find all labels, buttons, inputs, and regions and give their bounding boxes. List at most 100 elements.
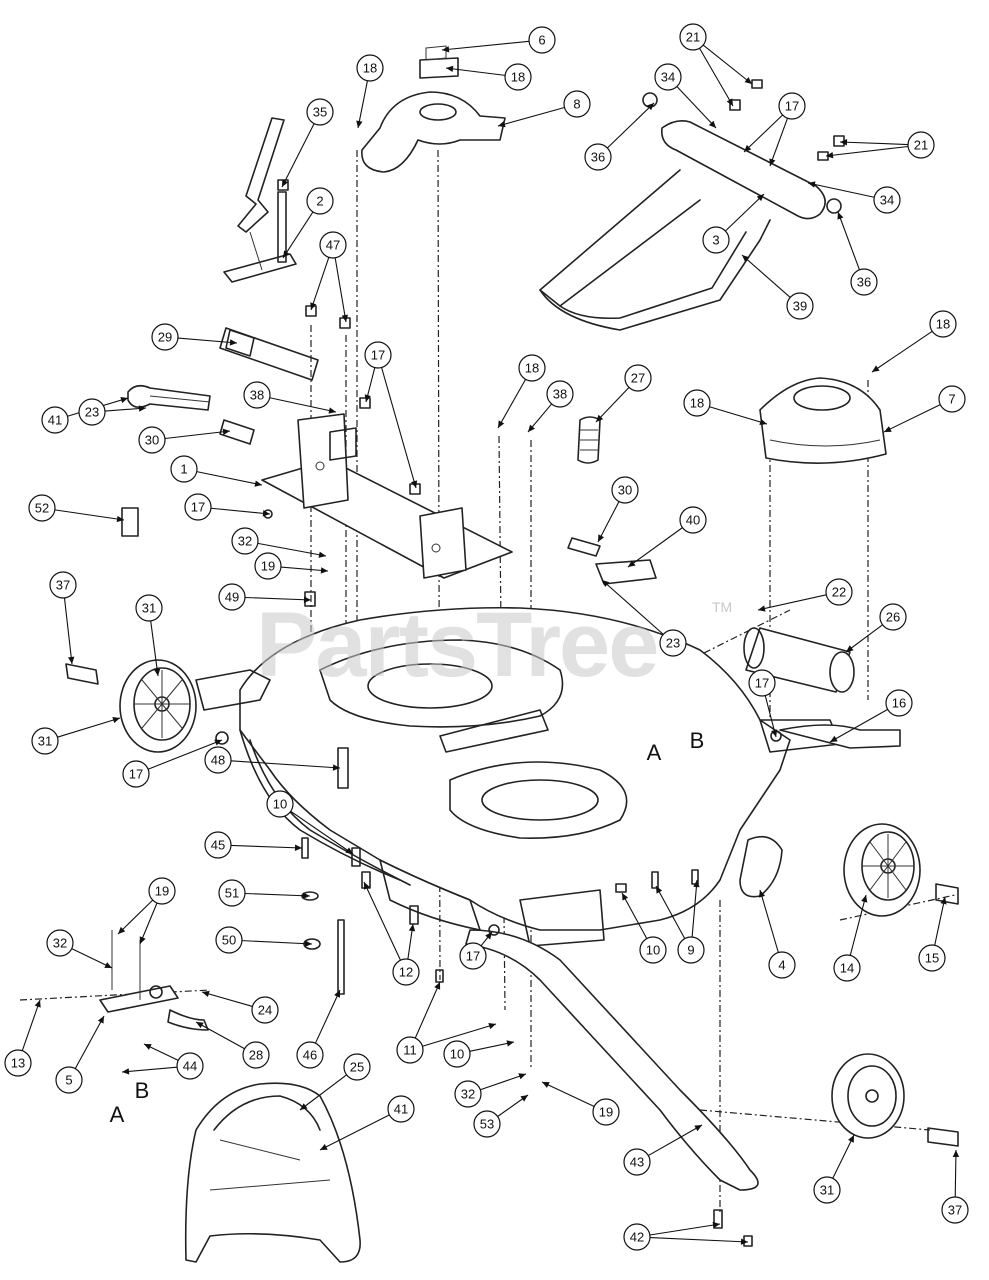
callout-17: 17 — [122, 760, 150, 788]
callout-arrowhead-1 — [254, 480, 262, 487]
pulley-cover-part — [759, 377, 887, 464]
callout-leader-1 — [196, 471, 263, 486]
callout-arrowhead-19 — [139, 936, 146, 944]
callout-4: 4 — [768, 951, 796, 979]
callout-arrowhead-18 — [356, 120, 363, 128]
callout-number: 30 — [618, 483, 632, 498]
callout-number: 27 — [631, 371, 645, 386]
callout-number: 43 — [630, 1155, 644, 1170]
callout-circle — [879, 603, 907, 631]
callout-leader-19 — [280, 566, 329, 572]
callout-arrowhead-17 — [214, 739, 222, 746]
callout-arrowhead-8 — [498, 121, 506, 128]
callout-27: 27 — [624, 364, 652, 392]
callout-circle — [392, 958, 420, 986]
callout-circle — [41, 406, 69, 434]
callout-arrowhead-21 — [726, 98, 733, 106]
callout-arrowhead-17 — [771, 729, 778, 737]
callout-number: 51 — [225, 886, 239, 901]
callout-circle — [170, 455, 198, 483]
callout-number: 16 — [892, 696, 906, 711]
callout-circle — [454, 1080, 482, 1108]
callout-number: 13 — [11, 1056, 25, 1071]
callout-number: 52 — [35, 501, 49, 516]
watermark-trademark: TM — [712, 599, 732, 615]
callout-47: 47 — [319, 231, 347, 259]
callout-number: 15 — [925, 951, 939, 966]
callout-30: 30 — [138, 426, 166, 454]
callout-arrowhead-17 — [769, 158, 776, 166]
callout-leader-25 — [299, 1074, 347, 1111]
callout-leader-15 — [934, 896, 946, 946]
callout-7: 7 — [938, 385, 966, 413]
callout-circle — [204, 831, 232, 859]
callout-circle — [254, 552, 282, 580]
callout-5: 5 — [55, 1066, 83, 1094]
callout-17: 17 — [459, 942, 487, 970]
callout-leader-17 — [769, 118, 789, 167]
callout-number: 8 — [573, 97, 580, 112]
callout-31: 31 — [135, 594, 163, 622]
callout-circle — [768, 951, 796, 979]
callout-leader-19 — [541, 1081, 595, 1107]
callout-number: 3 — [712, 233, 719, 248]
callout-arrowhead-28 — [196, 1022, 204, 1029]
callout-leader-14 — [849, 894, 867, 956]
callout-leader-17 — [210, 507, 271, 515]
callout-arrowhead-21 — [744, 77, 752, 84]
callout-arrowhead-43 — [694, 1125, 702, 1132]
callout-circle — [319, 231, 347, 259]
callout-arrowhead-32 — [318, 551, 326, 558]
callout-19: 19 — [148, 877, 176, 905]
callout-leader-35 — [281, 123, 315, 188]
callout-arrowhead-11 — [488, 1022, 496, 1030]
callout-number: 31 — [820, 1183, 834, 1198]
callout-leader-29 — [177, 337, 238, 344]
callout-circle — [31, 727, 59, 755]
callout-36: 36 — [584, 143, 612, 171]
callout-arrowhead-31 — [153, 668, 161, 676]
callout-leader-3 — [725, 193, 765, 232]
callout-52: 52 — [28, 494, 56, 522]
callout-leader-51 — [244, 892, 311, 897]
callout-circle — [528, 26, 556, 54]
callout-arrowhead-9 — [656, 886, 663, 894]
callout-number: 23 — [85, 405, 99, 420]
callout-leader-10 — [621, 892, 648, 939]
callout-number: 7 — [948, 392, 955, 407]
callout-circle — [473, 1110, 501, 1138]
callout-number: 10 — [450, 1047, 464, 1062]
callout-leader-7 — [883, 404, 941, 433]
callout-number: 44 — [183, 1059, 197, 1074]
callout-circle — [873, 186, 901, 214]
callout-circle — [443, 1040, 471, 1068]
callout-circle — [592, 1098, 620, 1126]
callout-leader-21 — [839, 141, 909, 146]
callout-number: 4 — [778, 958, 785, 973]
callout-15: 15 — [918, 944, 946, 972]
callout-number: 10 — [646, 943, 660, 958]
callout-leader-31 — [832, 1134, 855, 1179]
callout-number: 19 — [599, 1105, 613, 1120]
callout-arrowhead-17 — [485, 932, 492, 940]
callout-18: 18 — [518, 354, 546, 382]
callout-leader-11 — [414, 981, 441, 1039]
callout-number: 21 — [686, 30, 700, 45]
callout-circle — [138, 426, 166, 454]
callout-10: 10 — [266, 790, 294, 818]
callout-number: 12 — [399, 965, 413, 980]
callout-number: 2 — [316, 194, 323, 209]
callout-circle — [677, 936, 705, 964]
callout-28: 28 — [242, 1041, 270, 1069]
grass-bag-frame — [184, 1082, 361, 1263]
callout-circle — [242, 1041, 270, 1069]
callout-circle — [122, 760, 150, 788]
callout-circle — [623, 1148, 651, 1176]
callout-number: 21 — [914, 138, 928, 153]
callout-number: 5 — [65, 1073, 72, 1088]
callout-number: 38 — [553, 387, 567, 402]
callout-circle — [563, 90, 591, 118]
callout-leader-17 — [381, 367, 417, 489]
